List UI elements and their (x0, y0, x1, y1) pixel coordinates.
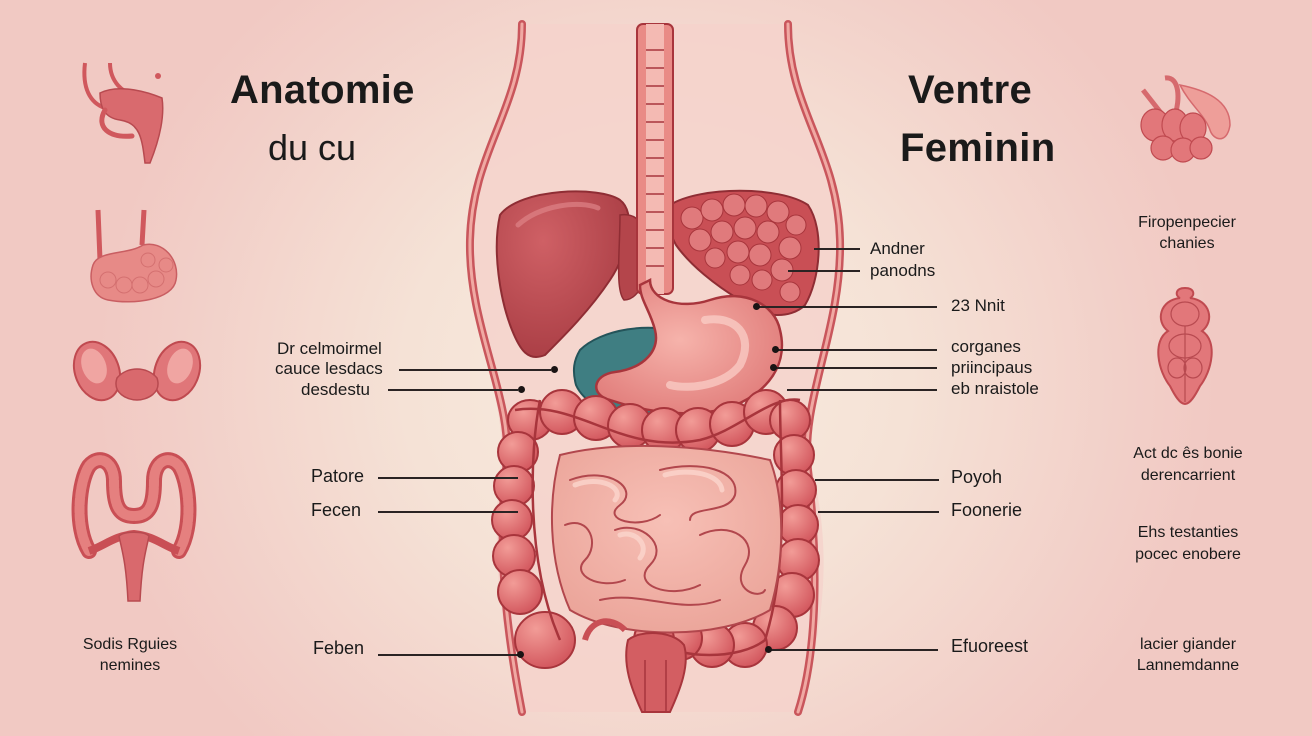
uterus-body-icon (1157, 286, 1213, 406)
label-foonerie: Foonerie (951, 500, 1023, 520)
ovaries-uterus-icon (72, 340, 202, 402)
leader-dot-desdestu (518, 386, 525, 393)
leader-dot-23nnit (753, 303, 760, 310)
small-intestine (551, 444, 783, 634)
right-caption-1-line2: chanies (1159, 235, 1215, 252)
leader-line-feben (378, 654, 520, 656)
leader-dot-feben (517, 651, 524, 658)
leader-line-panodns (788, 270, 860, 272)
leader-dot-cauce (551, 366, 558, 373)
right-caption-1-line1: Firopenpecier (1138, 214, 1236, 231)
label-andner: Andner (870, 239, 925, 258)
label-poyoh: Poyoh (951, 467, 1003, 487)
leader-line-desdestu (388, 389, 518, 391)
label-dr-celmoirmel: Dr celmoirmel (277, 339, 382, 358)
subtitle-left: du cu (268, 127, 357, 168)
gland-cluster-icon (1140, 75, 1231, 163)
colon-uterus-icon (71, 452, 197, 602)
leader-dot-efuoreest (765, 646, 772, 653)
leader-line-fecen (378, 511, 518, 513)
leader-line-foonerie (818, 511, 939, 513)
esophagus (636, 23, 674, 295)
label-priincipaus: priincipaus (951, 358, 1033, 377)
right-caption-4-line1: lacier giander (1139, 636, 1237, 653)
label-23-nnit: 23 Nnit (951, 296, 1005, 315)
leader-line-eb-nraistole (787, 389, 937, 391)
right-caption-2-line1: Act dc ês bonie (1133, 445, 1243, 462)
leader-line-efuoreest (768, 649, 938, 651)
leader-line-andner (814, 248, 860, 250)
title-right-line2: Feminin (900, 126, 1056, 170)
rectum (625, 632, 687, 713)
label-panodns: panodns (870, 261, 936, 280)
intestine-loop-icon (90, 209, 178, 303)
pancreas-duct-icon (82, 62, 164, 164)
leader-line-priincipaus (773, 367, 937, 369)
title-right-line1: Ventre (908, 68, 1033, 112)
label-patore: Patore (311, 466, 365, 486)
label-feben: Feben (313, 638, 365, 658)
leader-line-poyoh (815, 479, 939, 481)
label-eb-nraistole: eb nraistole (951, 379, 1039, 398)
leader-line-corganes (775, 349, 937, 351)
right-caption-2-line2: derencarrient (1140, 467, 1236, 484)
leader-line-cauce (399, 369, 551, 371)
right-caption-3-line2: pocec enobere (1135, 546, 1241, 563)
right-caption-3-line1: Ehs testanties (1137, 524, 1239, 541)
left-caption-line1: Sodis Rguies (82, 636, 178, 653)
left-caption-line2: nemines (99, 657, 161, 674)
leader-dot-corganes (772, 346, 779, 353)
leader-line-23nnit (757, 306, 937, 308)
label-efuoreest: Efuoreest (951, 636, 1029, 656)
label-fecen: Fecen (311, 500, 362, 520)
label-desdestu: desdestu (301, 380, 370, 399)
title-left: Anatomie (230, 68, 415, 112)
leader-line-patore (378, 477, 518, 479)
liver (495, 190, 631, 358)
label-corganes: corganes (951, 337, 1021, 356)
label-cauce-lesdacs: cauce lesdacs (275, 359, 383, 378)
right-caption-4-line2: Lannemdanne (1136, 657, 1240, 674)
leader-dot-priincipaus (770, 364, 777, 371)
